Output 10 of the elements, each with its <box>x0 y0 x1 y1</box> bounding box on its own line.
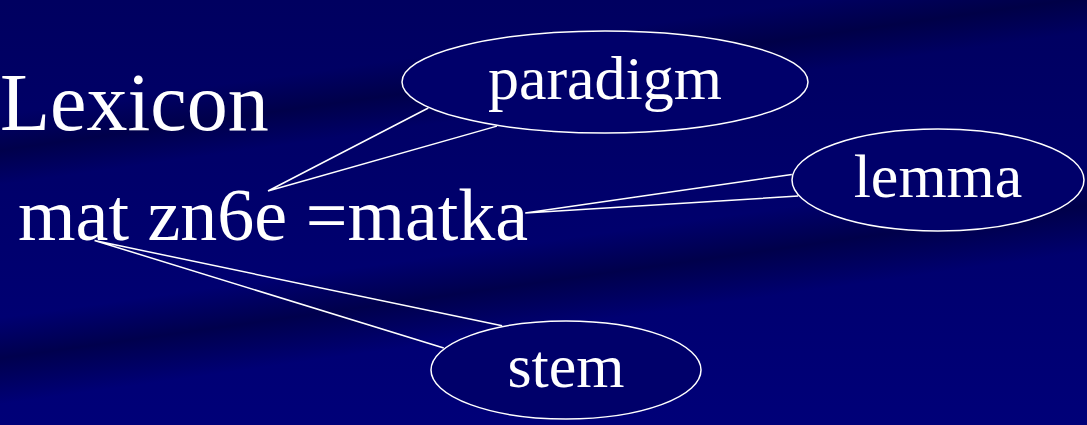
example-text: mat zn6e =matka <box>18 188 529 244</box>
callout-pointer <box>93 239 503 349</box>
slide-title: Lexicon <box>0 62 269 144</box>
callout-ellipse <box>401 30 809 134</box>
callout-pointer <box>267 107 498 192</box>
callout-label: stem <box>507 335 625 397</box>
callout-pointer <box>524 173 799 214</box>
callout-ellipse <box>791 128 1085 232</box>
callout-label: lemma <box>853 145 1023 207</box>
callout-ellipse <box>430 320 702 420</box>
